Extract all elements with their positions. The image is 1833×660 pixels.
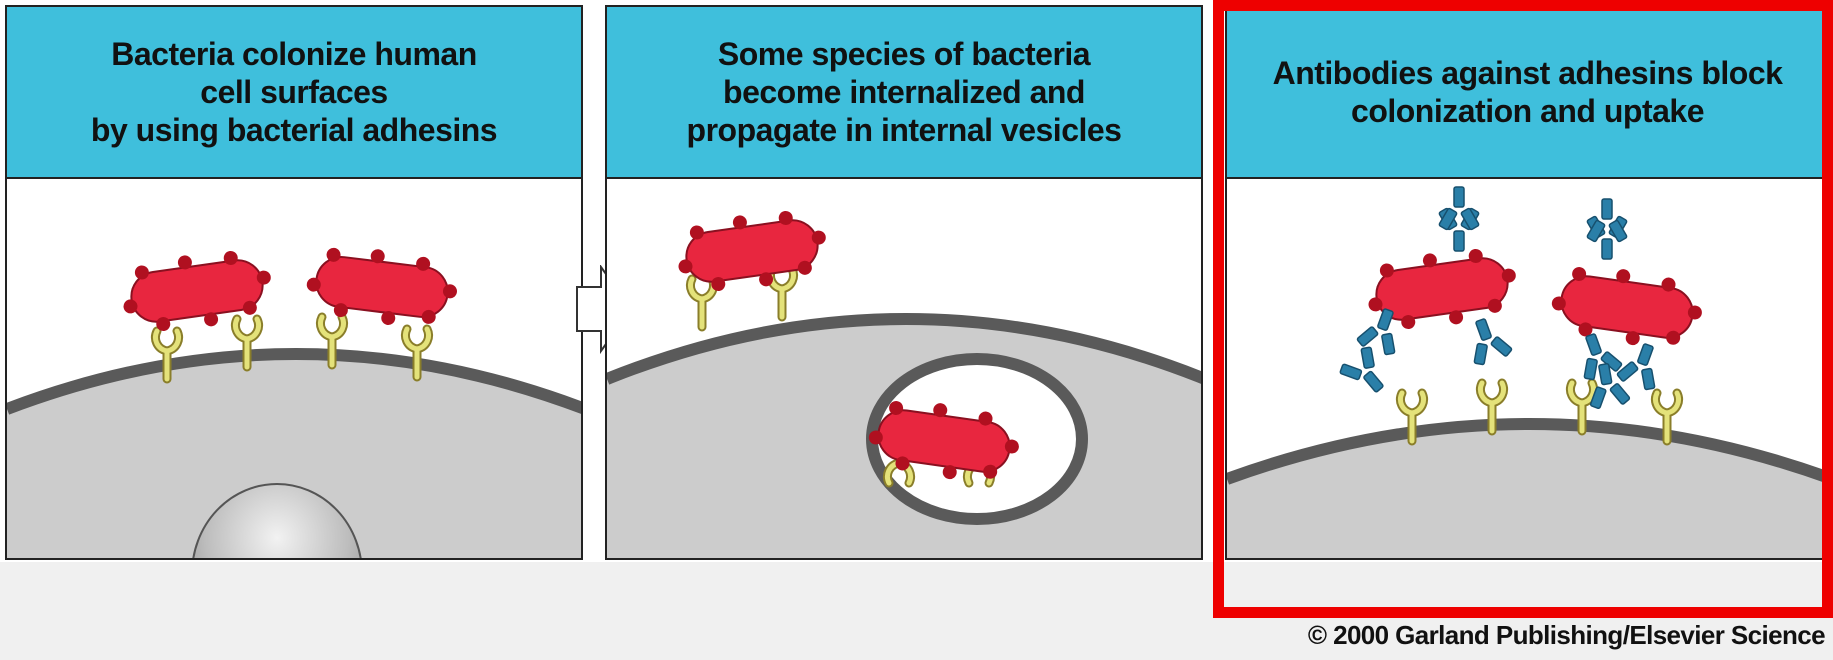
panel-3-title-line-2: colonization and uptake [1351,92,1704,130]
panel-antibody-block: Antibodies against adhesins block coloni… [1225,5,1830,560]
panel-3-title: Antibodies against adhesins block coloni… [1227,7,1828,179]
panel-internalization: Some species of bacteria become internal… [605,5,1203,560]
panel-2-title-line-2: become internalized and [723,73,1085,111]
panel-1-illustration [7,179,581,558]
panel-colonization: Bacteria colonize human cell surfaces by… [5,5,583,560]
panel-1-title-line-2: cell surfaces [200,73,387,111]
copyright-notice: © 2000 Garland Publishing/Elsevier Scien… [1308,620,1825,651]
panel-2-illustration [607,179,1201,558]
panel-1-title-line-1: Bacteria colonize human [111,35,476,73]
panel-2-title: Some species of bacteria become internal… [607,7,1201,179]
panel-3-illustration [1227,179,1828,558]
panel-2-title-line-1: Some species of bacteria [718,35,1090,73]
panel-1-title-line-3: by using bacterial adhesins [91,111,497,149]
panel-2-title-line-3: propagate in internal vesicles [687,111,1122,149]
panel-1-title: Bacteria colonize human cell surfaces by… [7,7,581,179]
panel-3-title-line-1: Antibodies against adhesins block [1273,54,1783,92]
